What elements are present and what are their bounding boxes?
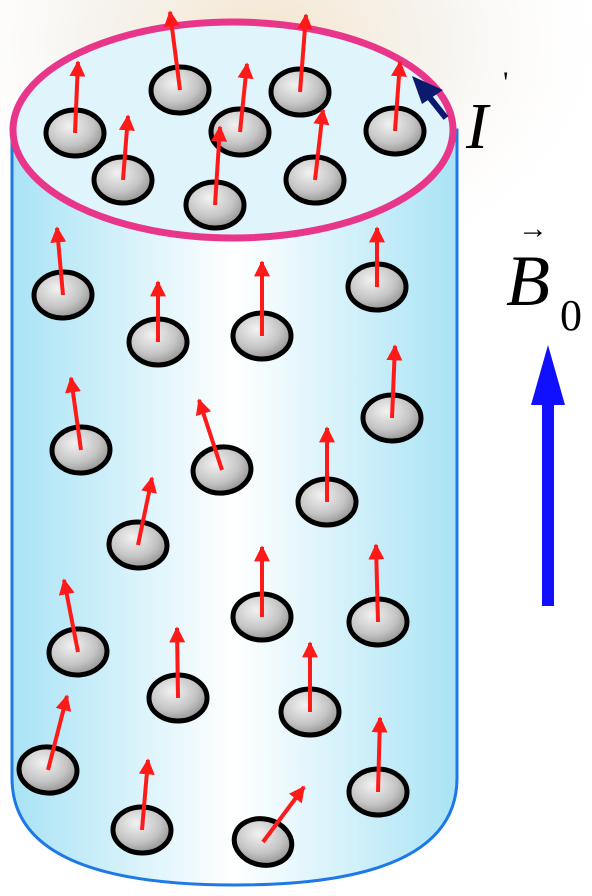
side-moment-arrow-16 [371,716,388,793]
top-moment-arrow-2 [296,13,313,93]
top-moment-arrow-3 [69,60,86,134]
side-moment-arrow-5 [65,376,83,451]
side-moment-arrow-7 [386,344,403,419]
side-moment-arrow-13 [169,626,186,699]
top-moment-arrow-8 [313,108,330,181]
field-label: B [506,241,550,321]
side-dipoles [16,226,424,868]
top-current-ring [9,18,457,242]
top-moment-arrow-1 [163,10,182,91]
field-vector-mark: → [518,212,548,245]
top-dipoles [43,10,427,231]
top-moment-arrow-6 [118,114,135,181]
field-subscript: 0 [560,291,582,340]
top-moment-arrow-5 [390,60,407,132]
field-arrow [531,345,565,606]
side-moment-arrow-18 [261,785,306,844]
current-prime: ' [503,66,508,99]
side-moment-arrow-15 [46,694,72,771]
side-moment-arrow-11 [368,543,385,623]
cylinder-body [10,128,459,887]
side-moment-arrow-12 [58,578,80,653]
current-label: I [465,90,491,163]
side-moment-arrow-17 [138,758,155,831]
top-moment-arrow-7 [211,125,228,206]
current-direction-arrow [412,76,449,120]
side-moment-arrow-9 [136,476,157,546]
top-moment-arrow-4 [237,62,254,133]
side-moment-arrow-1 [50,226,67,296]
side-moment-arrow-6 [195,398,224,471]
